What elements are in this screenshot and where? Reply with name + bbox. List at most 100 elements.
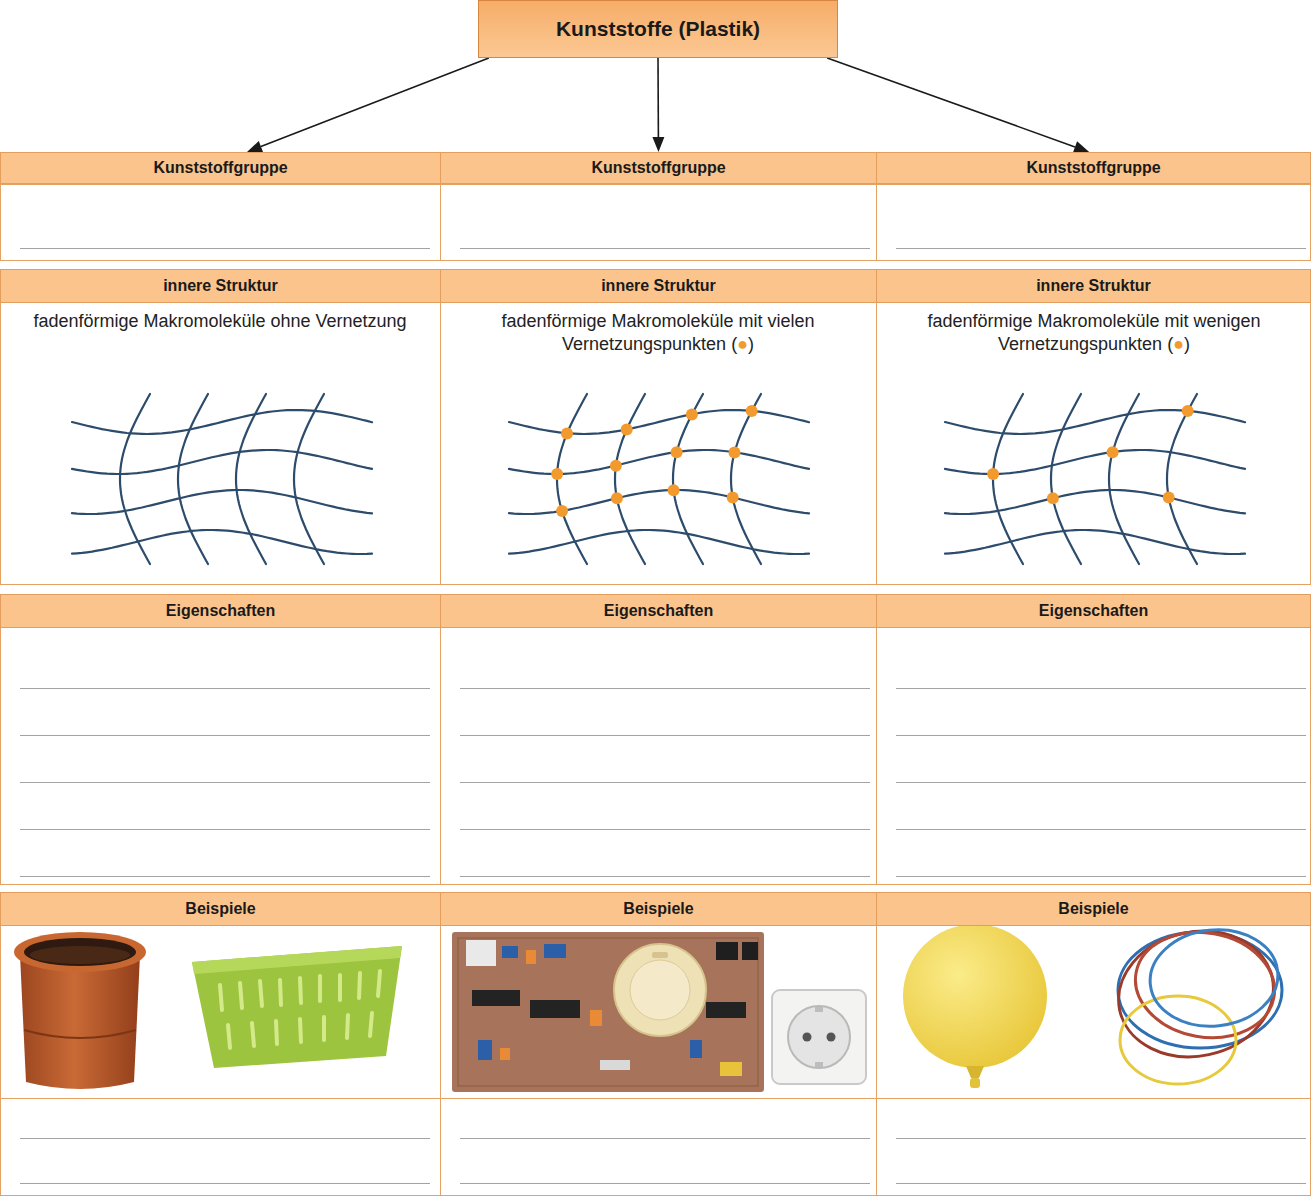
basket-photo-part-part	[228, 1025, 230, 1048]
examples-header: Beispiele	[440, 892, 877, 926]
crosslink-dot	[1047, 492, 1059, 504]
writing-lines-part	[460, 248, 870, 249]
table-cells-part	[1, 1099, 441, 1196]
table-cells-part	[877, 303, 1311, 585]
properties-header: Eigenschaften	[440, 594, 877, 628]
crosslink-symbol: ●	[737, 334, 748, 354]
table-cells-part	[877, 628, 1311, 885]
molecule-chain	[72, 490, 372, 514]
crosslink-symbol: ●	[1173, 334, 1184, 354]
wall-socket-photo-part	[815, 1007, 823, 1012]
rubber-bands-photo	[1107, 917, 1285, 1084]
wall-socket-photo-part	[788, 1006, 850, 1068]
crosslink-dot	[729, 447, 741, 459]
table-cells-part	[441, 185, 877, 261]
arrow-head	[652, 137, 664, 152]
examples-header: Beispiele	[876, 892, 1311, 926]
basket-photo-part-part	[378, 971, 380, 996]
connector-arrow	[652, 58, 664, 152]
basket-photo-part-part	[300, 978, 301, 1003]
crosslink-dot	[1163, 492, 1175, 504]
circuit-board-photo-part	[600, 1060, 630, 1070]
molecule-chain	[945, 530, 1245, 554]
balloon-photo-part	[903, 924, 1047, 1068]
basket-photo-part-part	[359, 973, 360, 998]
circuit-board-photo	[452, 932, 764, 1092]
circuit-board-photo-part	[502, 946, 518, 958]
writing-lines	[20, 249, 1306, 1184]
arrow-head	[1073, 141, 1089, 152]
writing-lines-part	[20, 689, 430, 877]
properties-header: Eigenschaften	[0, 594, 441, 628]
wall-socket-photo-part	[815, 1062, 823, 1067]
header-text: Beispiele	[1058, 900, 1128, 918]
circuit-board-photo-part	[652, 952, 668, 958]
writing-lines-part	[460, 689, 870, 877]
molecule-structure	[72, 394, 372, 564]
connector-arrow	[827, 58, 1089, 153]
group-header: Kunststoffgruppe	[0, 152, 441, 184]
writing-lines-part	[896, 1139, 1306, 1184]
group-header: Kunststoffgruppe	[440, 152, 877, 184]
molecule-chain	[673, 394, 703, 564]
crosslink-dot	[686, 409, 698, 421]
circuit-board-photo-part	[530, 1000, 580, 1018]
crosslink-dot	[1182, 405, 1194, 417]
circuit-board-photo-part	[500, 1048, 510, 1060]
properties-header: Eigenschaften	[876, 594, 1311, 628]
table-cells-part	[1, 185, 441, 261]
table-cells-part	[877, 185, 1311, 261]
header-text: Eigenschaften	[1039, 602, 1148, 620]
rubber-bands-photo-part	[1127, 922, 1283, 1049]
basket-photo-part-part	[252, 1023, 254, 1046]
structure-description: fadenförmige Makromoleküle mit vielen Ve…	[463, 310, 853, 356]
header-text: Eigenschaften	[166, 602, 275, 620]
molecule-chain	[509, 530, 809, 554]
pipe-fitting-photo-part	[24, 1030, 136, 1038]
molecule-chain	[993, 394, 1023, 564]
basket-photo-part-part	[240, 983, 242, 1008]
basket-photo-part-part	[300, 1019, 301, 1042]
molecule-chain	[236, 394, 266, 564]
molecule-chain	[72, 410, 372, 434]
examples-header: Beispiele	[0, 892, 441, 926]
balloon-photo-part	[970, 1078, 980, 1088]
writing-lines-part	[896, 248, 1306, 249]
structure-header: innere Struktur	[0, 269, 441, 303]
molecule-chain	[120, 394, 150, 564]
molecule-chain	[72, 450, 372, 474]
circuit-board-photo-part	[630, 960, 690, 1020]
table-cells-part	[441, 303, 877, 585]
circuit-board-photo-part	[458, 938, 758, 1086]
circuit-board-photo-part	[720, 1062, 742, 1076]
table-cells-part	[1, 303, 441, 585]
basket-photo-part-part	[370, 1013, 372, 1036]
basket-photo-part-part	[260, 981, 262, 1006]
balloon-photo	[903, 924, 1047, 1088]
molecule-chain	[509, 490, 809, 514]
molecule-chain	[294, 394, 324, 564]
table-cells	[1, 185, 1311, 1196]
basket-photo-part-part	[338, 975, 342, 1000]
group-header: Kunststoffgruppe	[876, 152, 1311, 184]
circuit-board-photo-part	[716, 942, 738, 960]
molecule-chain	[557, 394, 587, 564]
molecule-chain	[945, 410, 1245, 434]
circuit-board-photo-part	[742, 942, 758, 960]
table-cells-part	[877, 1099, 1311, 1196]
molecule-chain	[509, 410, 809, 434]
pipe-fitting-photo-part	[24, 938, 136, 966]
structure-header: innere Struktur	[876, 269, 1311, 303]
title-box: Kunststoffe (Plastik)	[478, 0, 838, 58]
molecule-chain	[178, 394, 208, 564]
header-text: Kunststoffgruppe	[153, 159, 287, 177]
molecule-chain	[615, 394, 645, 564]
crosslink-dot	[551, 468, 563, 480]
arrow-head	[247, 141, 263, 152]
basket-photo-part	[220, 971, 380, 1048]
basket-photo-part-part	[318, 976, 322, 1001]
header-text: Kunststoffgruppe	[1026, 159, 1160, 177]
table-cells-part	[441, 628, 877, 885]
molecule-chain	[945, 490, 1245, 514]
crosslink-dot	[561, 428, 573, 440]
